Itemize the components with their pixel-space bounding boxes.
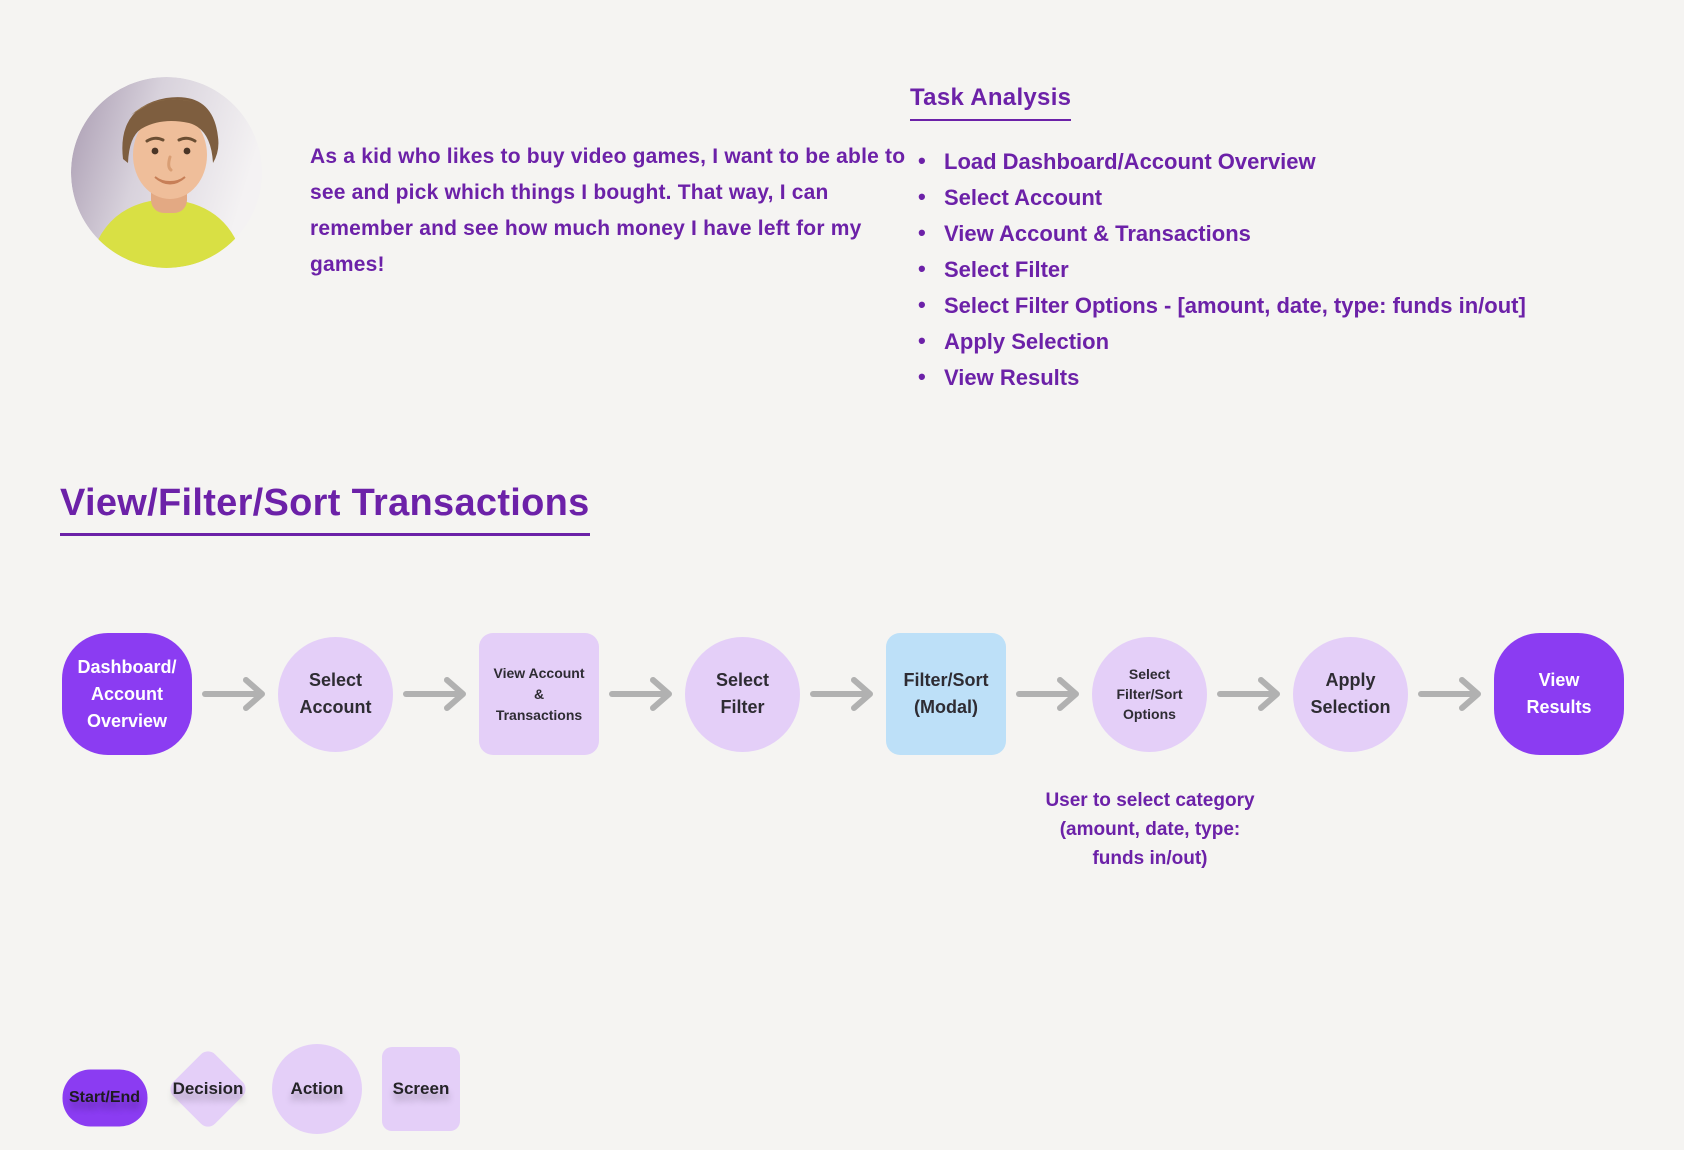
task-item: View Results: [910, 364, 1670, 390]
legend-start-end-label: Start/End: [68, 1089, 141, 1106]
task-item: Apply Selection: [910, 328, 1670, 354]
flow-step-label: Select Filter/Sort Options: [1116, 666, 1183, 722]
teen-boy-photo: [71, 77, 262, 268]
arrow-right-icon: [1207, 676, 1293, 712]
shape-legend: Start/End Decision Action Screen: [62, 1044, 460, 1134]
screen-rect-shape: [382, 1047, 460, 1131]
flow-step-select-account[interactable]: Select Account: [278, 636, 393, 752]
flow-step-dashboard-account-overview[interactable]: Dashboard/ Account Overview: [62, 633, 192, 755]
flow-diagram: Dashboard/ Account Overview Select Accou…: [62, 633, 1624, 755]
arrow-right-icon: [192, 676, 278, 712]
arrow-right-icon: [800, 676, 886, 712]
flow-step-label: Select Account: [299, 670, 372, 717]
legend-start-end[interactable]: Start/End: [62, 1069, 147, 1127]
task-analysis-list: Load Dashboard/Account Overview Select A…: [910, 148, 1670, 390]
flow-annotation: User to select category (amount, date, t…: [1020, 786, 1280, 873]
flow-step-label: View Results: [1526, 670, 1592, 717]
task-analysis-section: Task Analysis Load Dashboard/Account Ove…: [910, 84, 1670, 401]
arrow-right-icon: [1006, 676, 1092, 712]
flow-step-label: Filter/Sort (Modal): [903, 670, 989, 717]
legend-action-label: Action: [290, 1079, 344, 1098]
arrow-right-icon: [393, 676, 479, 712]
flow-step-label: Dashboard/ Account Overview: [77, 656, 177, 731]
legend-decision-label: Decision: [172, 1079, 244, 1098]
flow-step-label: Apply Selection: [1310, 670, 1391, 717]
task-item: Load Dashboard/Account Overview: [910, 148, 1670, 174]
task-analysis-heading: Task Analysis: [910, 84, 1072, 121]
task-item: Select Account: [910, 184, 1670, 210]
flow-step-select-filter[interactable]: Select Filter: [685, 636, 800, 752]
task-item: View Account & Transactions: [910, 220, 1670, 246]
annotation-line: User to select category: [1045, 790, 1255, 811]
flow-step-label: View Account & Transactions: [493, 664, 585, 723]
flow-step-view-results[interactable]: View Results: [1494, 633, 1624, 755]
arrow-right-icon: [1408, 676, 1494, 712]
flow-step-label: Select Filter: [715, 670, 770, 717]
annotation-line: (amount, date, type:: [1059, 819, 1241, 840]
task-item: Select Filter: [910, 256, 1670, 282]
flow-step-apply-selection[interactable]: Apply Selection: [1293, 636, 1408, 752]
action-circle-shape: [272, 1044, 362, 1134]
annotation-line: funds in/out): [1092, 848, 1208, 869]
legend-action[interactable]: Action: [272, 1044, 362, 1134]
arrow-right-icon: [599, 676, 685, 712]
flow-title: View/Filter/Sort Transactions: [60, 482, 590, 536]
legend-screen-label: Screen: [392, 1079, 450, 1098]
start-end-shape: [62, 1069, 147, 1127]
flow-step-filter-sort-modal[interactable]: Filter/Sort (Modal): [886, 633, 1006, 755]
flow-step-view-account-transactions[interactable]: View Account & Transactions: [479, 633, 599, 755]
persona-avatar[interactable]: [71, 77, 262, 268]
task-item: Select Filter Options - [amount, date, t…: [910, 292, 1670, 318]
user-story-text: As a kid who likes to buy video games, I…: [310, 145, 906, 276]
legend-screen[interactable]: Screen: [382, 1047, 460, 1131]
legend-decision[interactable]: Decision: [166, 1047, 250, 1131]
flow-step-select-filter-sort-options[interactable]: Select Filter/Sort Options: [1092, 636, 1207, 752]
